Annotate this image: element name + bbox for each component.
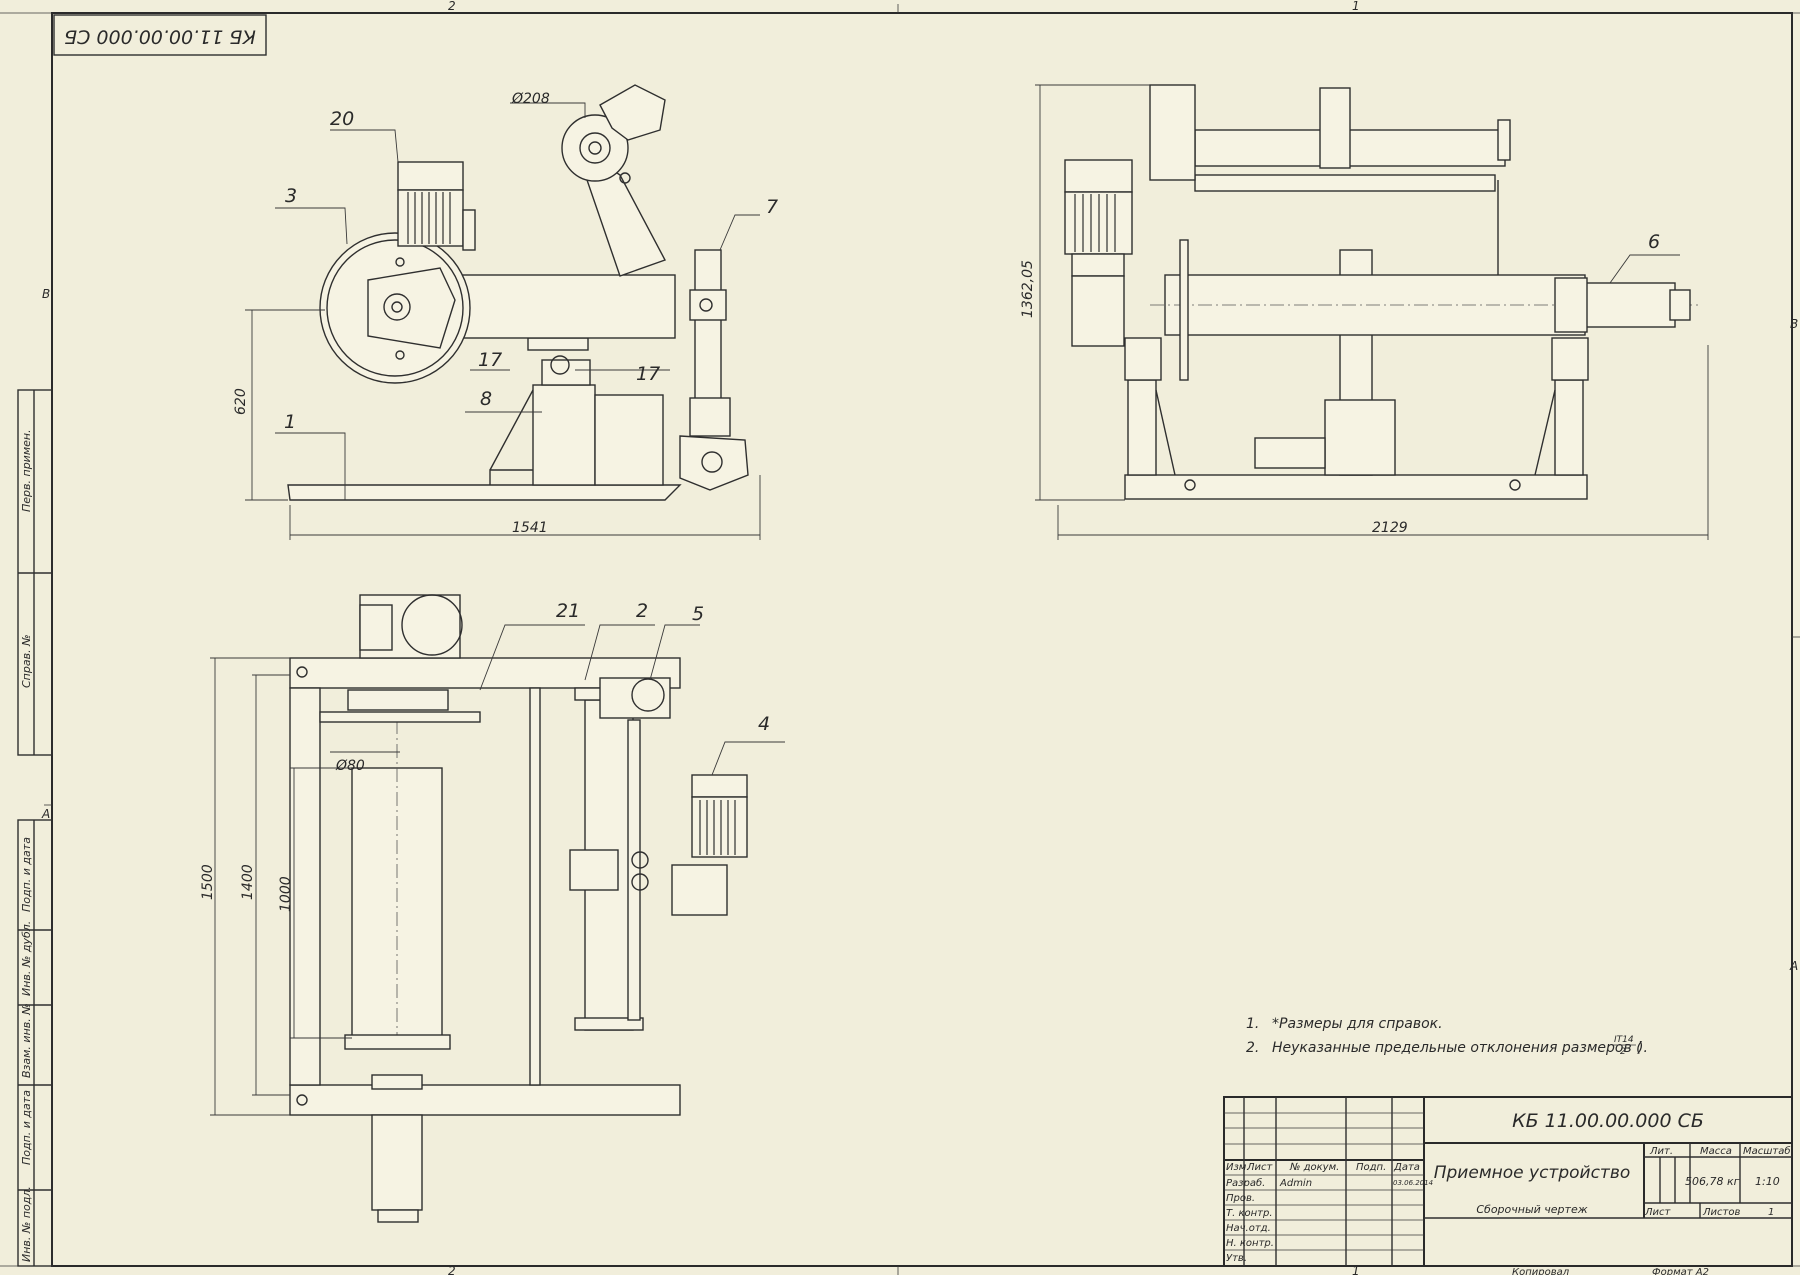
developer-name: Admin [1279,1178,1312,1189]
side-strip [17,389,53,1267]
note-2-tail: ). [1637,1040,1648,1056]
hdr-izm: Изм. [1226,1162,1250,1173]
lit-label: Лит. [1649,1146,1673,1157]
zone-right-b: B [1790,317,1798,331]
balloon-3: 3 [285,185,297,207]
row-prov: Пров. [1226,1193,1255,1204]
dim-phi-80: Ø80 [335,758,365,774]
mass-value: 506,78 кг [1685,1175,1740,1188]
note-2-frac-top: IT14 [1614,1035,1634,1045]
zone-top-1: 1 [1352,0,1360,13]
mirrored-stamp: КБ 11.00.00.000 СБ [53,14,267,56]
dim-1000: 1000 [278,876,294,912]
copied-label: Копировал [1512,1267,1570,1275]
balloon-5: 5 [692,603,704,625]
row-n-kontr: Н. контр. [1226,1238,1274,1249]
title-designation: КБ 11.00.00.000 СБ [1512,1110,1704,1132]
row-razrab: Разраб. [1226,1177,1265,1189]
hdr-date: Дата [1393,1162,1420,1173]
front-gearbox [1071,275,1125,347]
sheet-frame [0,4,1800,1275]
zone-left-a: A [41,807,50,821]
zone-bottom-1: 1 [1352,1264,1360,1275]
sheets-label: Листов [1702,1207,1740,1218]
zone-top-2: 2 [448,0,456,13]
format-label: Формат A2 [1652,1267,1709,1275]
sheet-label: Лист [1644,1207,1672,1218]
side-gear-housing [594,394,664,486]
front-top-gearbox [1149,84,1196,181]
side-view [245,84,761,540]
zone-bottom-2: 2 [448,1264,456,1275]
mass-label: Масса [1700,1146,1732,1157]
mirrored-designation: КБ 11.00.00.000 СБ [64,26,256,48]
dim-1500: 1500 [200,864,216,900]
row-nach-otd: Нач.отд. [1226,1223,1271,1234]
scale-label: Масштаб [1743,1145,1791,1157]
balloon-20: 20 [330,108,354,130]
notes: 1. *Размеры для справок. 2. Неуказанные … [1246,1016,1648,1057]
motor-cap [397,161,464,191]
vertical-post [694,249,722,401]
balloon-2: 2 [636,600,648,622]
balloon-17b: 17 [636,363,660,385]
zone-left-b: B [42,287,50,301]
balloon-6: 6 [1648,231,1660,253]
top-frame-rail-lower [289,1084,681,1116]
title-name: Приемное устройство [1434,1163,1631,1183]
sheets-value: 1 [1768,1207,1774,1218]
title-block [1223,1096,1793,1267]
bottom-gearbox [679,435,749,491]
note-2-num: 2. [1246,1040,1259,1056]
dim-1400: 1400 [240,864,256,900]
developer-date: 03.06.2014 [1393,1179,1433,1187]
dim-1541: 1541 [512,520,548,536]
balloon-17a: 17 [478,349,502,371]
front-view [1035,84,1709,540]
base-plate [287,484,682,501]
top-pulley [561,114,629,182]
top-view [210,594,785,1223]
note-1-text: *Размеры для справок. [1272,1016,1443,1032]
top-frame-rail-upper [289,657,681,689]
hdr-ndoc: № докум. [1289,1162,1339,1173]
zone-right-a: A [1789,959,1798,973]
note-2-text: Неуказанные предельные отклонения размер… [1272,1040,1642,1056]
strip-perv-primen: Перв. примен. [20,429,33,512]
motor-body [397,189,464,247]
strip-inv-podl: Инв. № подл. [20,1186,33,1262]
strip-vzam-inv: Взам. инв. № [20,1003,33,1078]
dim-620: 620 [233,388,249,415]
scale-value: 1:10 [1755,1175,1780,1188]
balloon-7: 7 [766,196,778,218]
dim-phi-208: Ø208 [511,91,550,107]
strip-podp-data-2: Подп. и дата [20,1090,33,1165]
balloon-8: 8 [480,388,492,410]
dim-1362: 1362,05 [1020,260,1036,318]
strip-podp-data-1: Подп. и дата [20,837,33,912]
hdr-list: Лист [1246,1162,1274,1173]
balloon-1: 1 [284,411,296,433]
top-lower-shaft [371,1114,423,1211]
strip-inv-dubl: Инв. № дубл. [20,921,33,996]
top-gearbox-4 [671,864,728,916]
note-1-num: 1. [1246,1016,1259,1032]
title-doc-type: Сборочный чертеж [1476,1203,1587,1216]
hdr-podp: Подп. [1356,1162,1386,1173]
balloon-21: 21 [556,600,580,622]
row-utv: Утв. [1226,1253,1247,1264]
pedestal [532,384,596,486]
balloon-4: 4 [758,713,770,735]
dim-2129: 2129 [1372,520,1408,536]
note-2-frac-bottom: 2 [1620,1047,1626,1057]
row-t-kontr: Т. контр. [1226,1208,1273,1219]
top-gearbox [599,84,666,141]
front-small-motor [1254,437,1326,469]
strip-sprav: Справ. № [20,634,33,688]
